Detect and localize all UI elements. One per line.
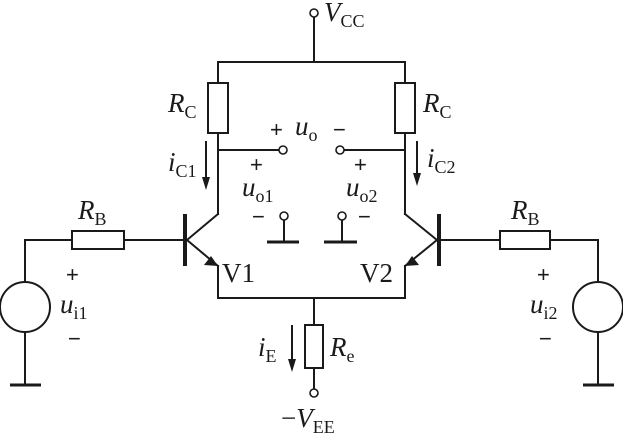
- ui2-minus: −: [539, 326, 552, 351]
- v2-emitter-arrow: [405, 256, 419, 266]
- uo1-plus: +: [250, 152, 263, 177]
- uo2-label: uo2: [346, 172, 378, 206]
- uo-minus: −: [333, 117, 346, 142]
- v1-base-bar: [183, 214, 187, 266]
- ui1-label: ui1: [60, 289, 88, 323]
- rb-left-resistor: [71, 230, 125, 250]
- uo1-label: uo1: [242, 172, 274, 206]
- rb-right-label: RB: [510, 195, 540, 229]
- rb-right-resistor: [499, 230, 551, 250]
- uo-label: uo: [295, 111, 318, 145]
- ic1-label: iC1: [168, 147, 197, 181]
- rc-left-resistor: [207, 82, 229, 134]
- ui1-source: [0, 281, 51, 333]
- uo-right-terminal: [335, 145, 345, 155]
- rc-right-label: RC: [422, 88, 452, 122]
- uo2-minus-terminal: [337, 211, 347, 221]
- vee-terminal: [309, 388, 319, 398]
- ui2-plus: +: [537, 262, 550, 287]
- vcc-terminal: [309, 8, 319, 18]
- ic1-arrow: [202, 177, 210, 190]
- ic2-arrow: [413, 173, 421, 186]
- wires: [24, 16, 599, 390]
- vcc-label: VCC: [324, 0, 365, 31]
- uo2-minus: −: [358, 204, 371, 229]
- v2-label: V2: [360, 258, 393, 288]
- v1-emitter-arrow: [204, 256, 218, 266]
- v1-label: V1: [222, 258, 255, 288]
- uo1-minus-terminal: [279, 211, 289, 221]
- ui1-plus: +: [66, 262, 79, 287]
- ie-label: iE: [258, 332, 277, 366]
- re-label: Re: [329, 332, 355, 366]
- uo-plus: +: [270, 117, 283, 142]
- ui2-source: [572, 281, 623, 333]
- ie-arrow: [288, 359, 296, 372]
- uo1-minus: −: [252, 204, 265, 229]
- rb-left-label: RB: [77, 195, 107, 229]
- re-resistor: [304, 324, 324, 369]
- vee-label: −VEE: [281, 403, 335, 437]
- ic2-label: iC2: [427, 143, 456, 177]
- v2-base-bar: [437, 214, 441, 266]
- rc-right-resistor: [394, 82, 416, 134]
- uo-left-terminal: [278, 145, 288, 155]
- ui1-minus: −: [68, 326, 81, 351]
- rc-left-label: RC: [167, 88, 197, 122]
- ui2-label: ui2: [530, 289, 558, 323]
- uo2-plus: +: [354, 152, 367, 177]
